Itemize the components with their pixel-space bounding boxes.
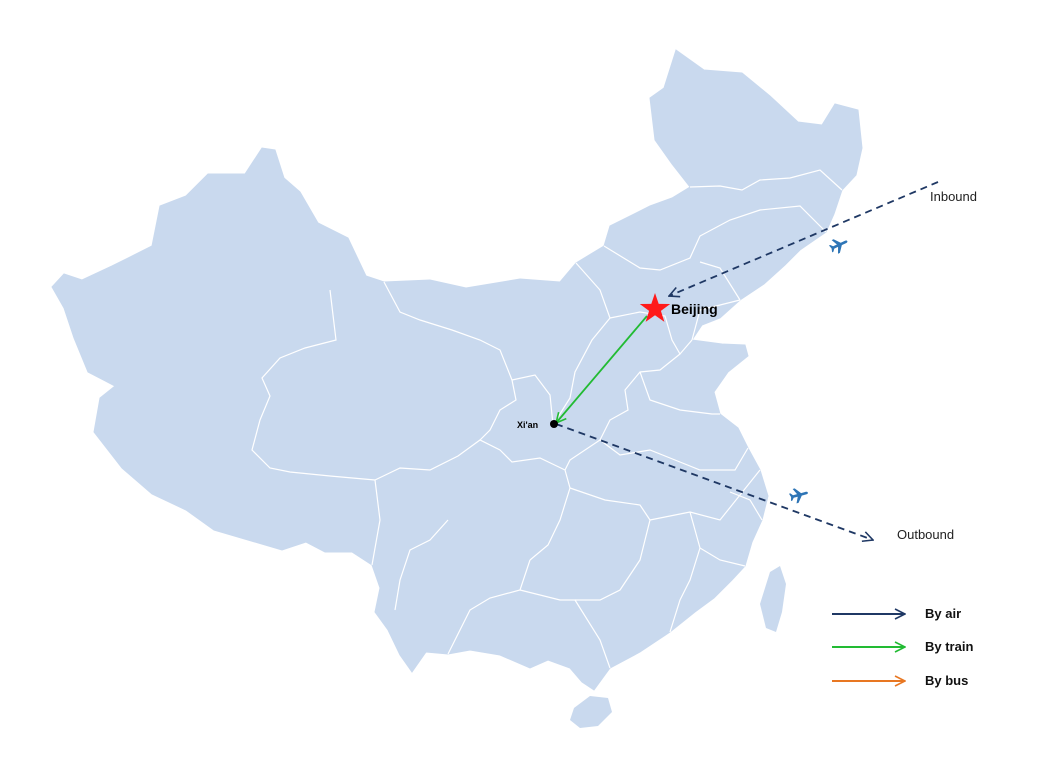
red-star-icon	[639, 293, 671, 322]
airplane-icon	[788, 485, 810, 505]
beijing-label: Beijing	[671, 301, 718, 317]
inbound-air-route	[669, 181, 939, 296]
legend-bus-label: By bus	[925, 673, 968, 688]
dot-icon	[550, 420, 558, 428]
province-borders	[251, 169, 843, 669]
legend-air-label: By air	[925, 606, 961, 621]
inbound-label: Inbound	[930, 189, 977, 204]
outbound-air-route	[555, 423, 873, 540]
hainan-island	[570, 696, 612, 728]
train-route-line	[556, 315, 648, 423]
airplane-icon	[827, 234, 851, 256]
taiwan-island	[760, 566, 786, 632]
outbound-label: Outbound	[897, 527, 954, 542]
legend-train-label: By train	[925, 639, 973, 654]
xian-label: Xi'an	[517, 420, 538, 430]
china-mainland	[51, 49, 863, 691]
legend: By air By train By bus	[832, 606, 973, 688]
